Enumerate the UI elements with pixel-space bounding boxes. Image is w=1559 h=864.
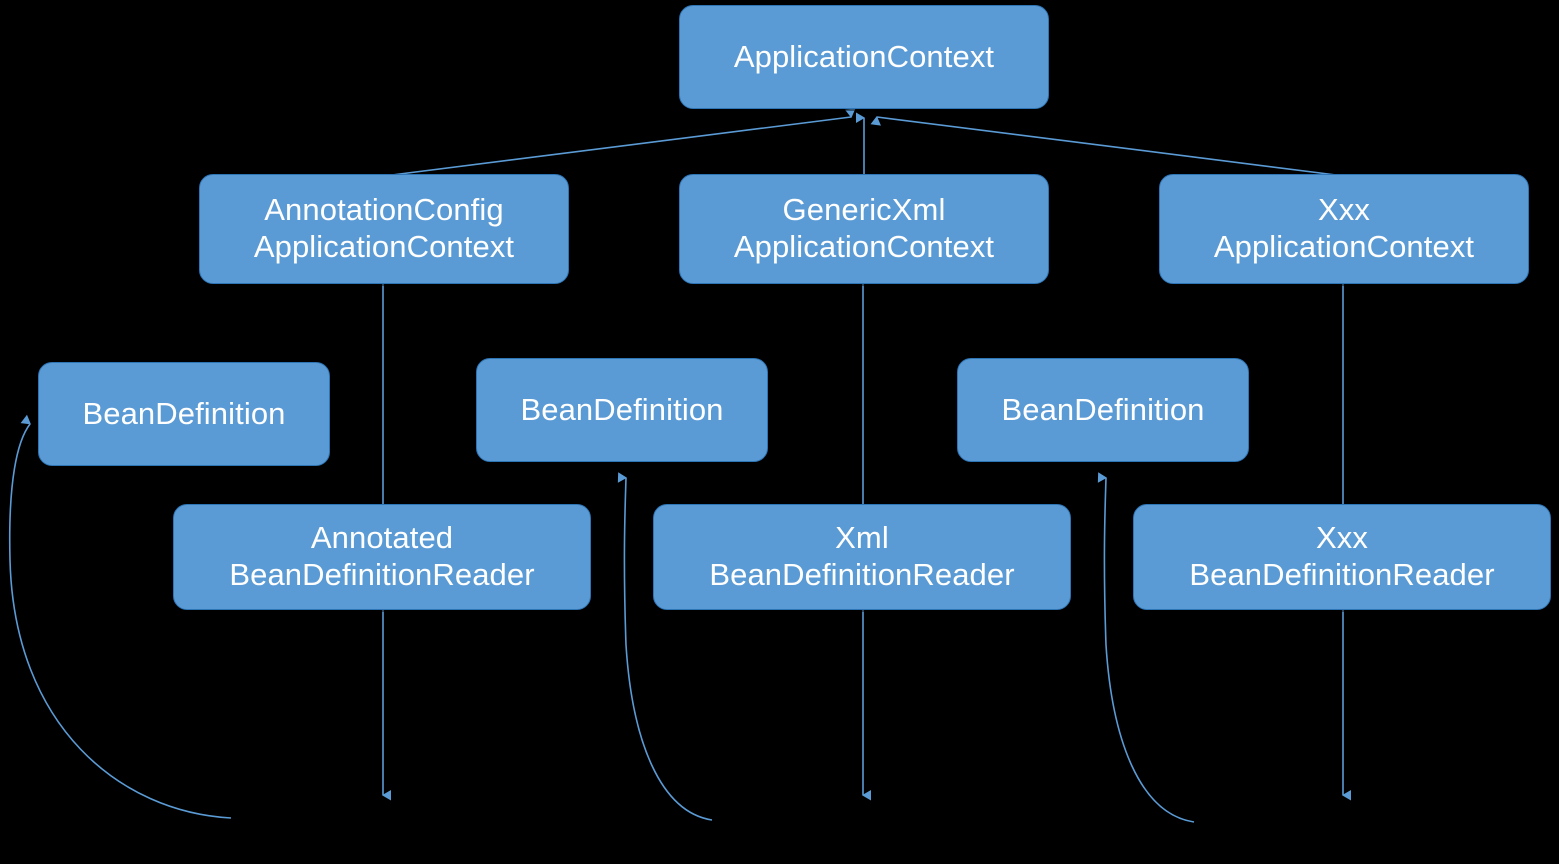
node-label: GenericXml ApplicationContext — [733, 192, 995, 264]
node-bean-definition-middle[interactable]: BeanDefinition — [476, 358, 768, 462]
node-annotation-config-application-context[interactable]: AnnotationConfig ApplicationContext — [199, 174, 569, 284]
node-label: BeanDefinition — [1001, 391, 1205, 427]
node-label: Xxx ApplicationContext — [1213, 192, 1475, 264]
node-application-context[interactable]: ApplicationContext — [679, 5, 1049, 109]
edge-curve-to-bean-definition-left — [8, 414, 232, 819]
node-label: ApplicationContext — [733, 38, 995, 74]
node-label: AnnotationConfig ApplicationContext — [253, 192, 515, 264]
node-xml-bean-definition-reader[interactable]: Xml BeanDefinitionReader — [653, 504, 1071, 610]
node-label: Xxx BeanDefinitionReader — [1189, 520, 1495, 592]
node-xxx-bean-definition-reader[interactable]: Xxx BeanDefinitionReader — [1133, 504, 1551, 610]
edge-xxx-context-to-application-context — [870, 115, 1345, 177]
node-bean-definition-right[interactable]: BeanDefinition — [957, 358, 1249, 462]
node-xxx-application-context[interactable]: Xxx ApplicationContext — [1159, 174, 1529, 284]
node-label: Annotated BeanDefinitionReader — [229, 520, 535, 592]
node-annotated-bean-definition-reader[interactable]: Annotated BeanDefinitionReader — [173, 504, 591, 610]
node-label: Xml BeanDefinitionReader — [709, 520, 1015, 592]
node-bean-definition-left[interactable]: BeanDefinition — [38, 362, 330, 466]
edge-annotation-config-to-application-context — [383, 108, 856, 177]
node-label: BeanDefinition — [82, 395, 286, 431]
node-generic-xml-application-context[interactable]: GenericXml ApplicationContext — [679, 174, 1049, 284]
node-label: BeanDefinition — [520, 391, 724, 427]
